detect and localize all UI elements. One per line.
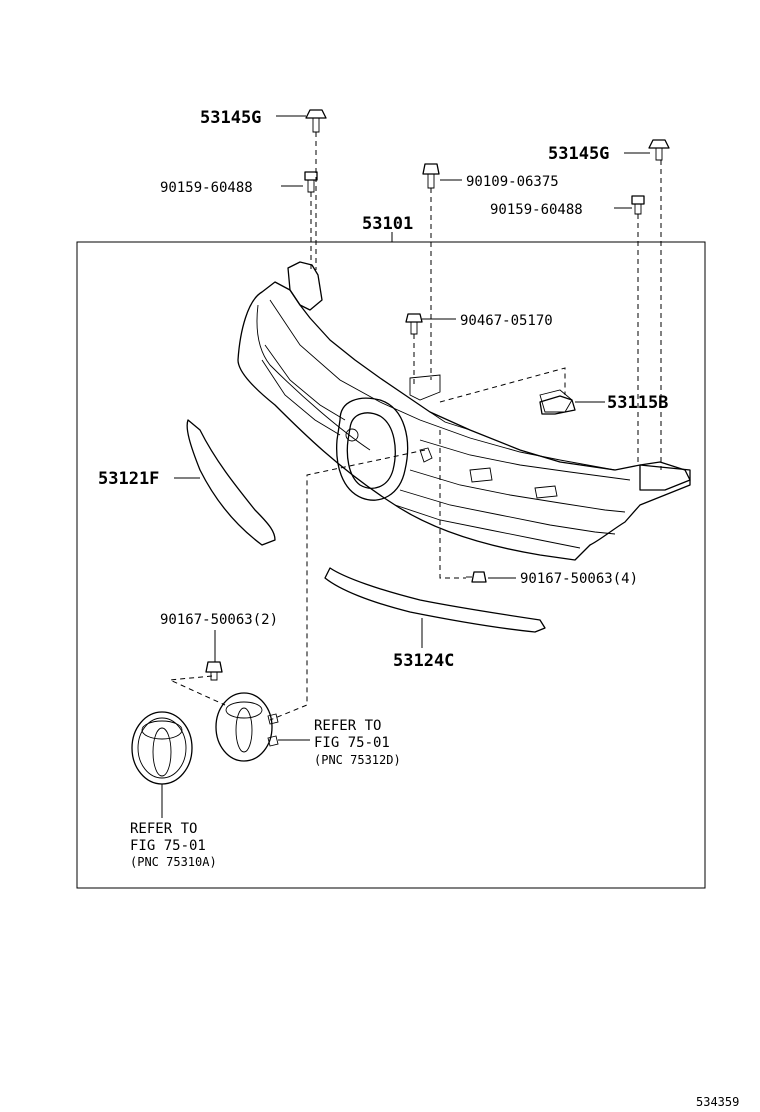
clip-53145g-top xyxy=(305,109,327,133)
refer-left-line1: REFER TO xyxy=(130,821,197,837)
screw-90109 xyxy=(422,163,440,189)
refer-right-line3: (PNC 75312D) xyxy=(314,753,401,767)
refer-left-line3: (PNC 75310A) xyxy=(130,855,217,869)
figure-id: 534359 xyxy=(696,1095,739,1109)
molding-53121f xyxy=(186,419,276,546)
label-53145g-right: 53145G xyxy=(548,144,609,164)
screw-90159-left xyxy=(304,171,318,193)
refer-left-line2: FIG 75-01 xyxy=(130,838,206,854)
label-90167-2: 90167-50063(2) xyxy=(160,612,278,628)
screw-90159-right xyxy=(631,195,645,215)
emblem-75312d xyxy=(215,692,279,762)
label-90109: 90109-06375 xyxy=(466,174,559,190)
bracket-53115b xyxy=(539,395,576,415)
label-53121f: 53121F xyxy=(98,469,159,489)
screw-90167-4 xyxy=(466,571,487,583)
assembly-frame xyxy=(76,241,706,889)
clip-53145g-right xyxy=(648,139,670,161)
emblem-75310a xyxy=(131,711,193,785)
screw-90167-2 xyxy=(205,661,223,681)
screw-90467 xyxy=(405,313,423,335)
refer-right-line1: REFER TO xyxy=(314,718,381,734)
label-90159-right: 90159-60488 xyxy=(490,202,583,218)
label-53145g-top: 53145G xyxy=(200,108,261,128)
label-90159-left: 90159-60488 xyxy=(160,180,253,196)
refer-right-line2: FIG 75-01 xyxy=(314,735,390,751)
label-53115b: 53115B xyxy=(607,393,668,413)
label-90467: 90467-05170 xyxy=(460,313,553,329)
radiator-grille-53101 xyxy=(237,261,691,561)
label-53101: 53101 xyxy=(362,214,413,234)
label-90167-4: 90167-50063(4) xyxy=(520,571,638,587)
molding-53124c xyxy=(324,567,546,633)
label-53124c: 53124C xyxy=(393,651,454,671)
